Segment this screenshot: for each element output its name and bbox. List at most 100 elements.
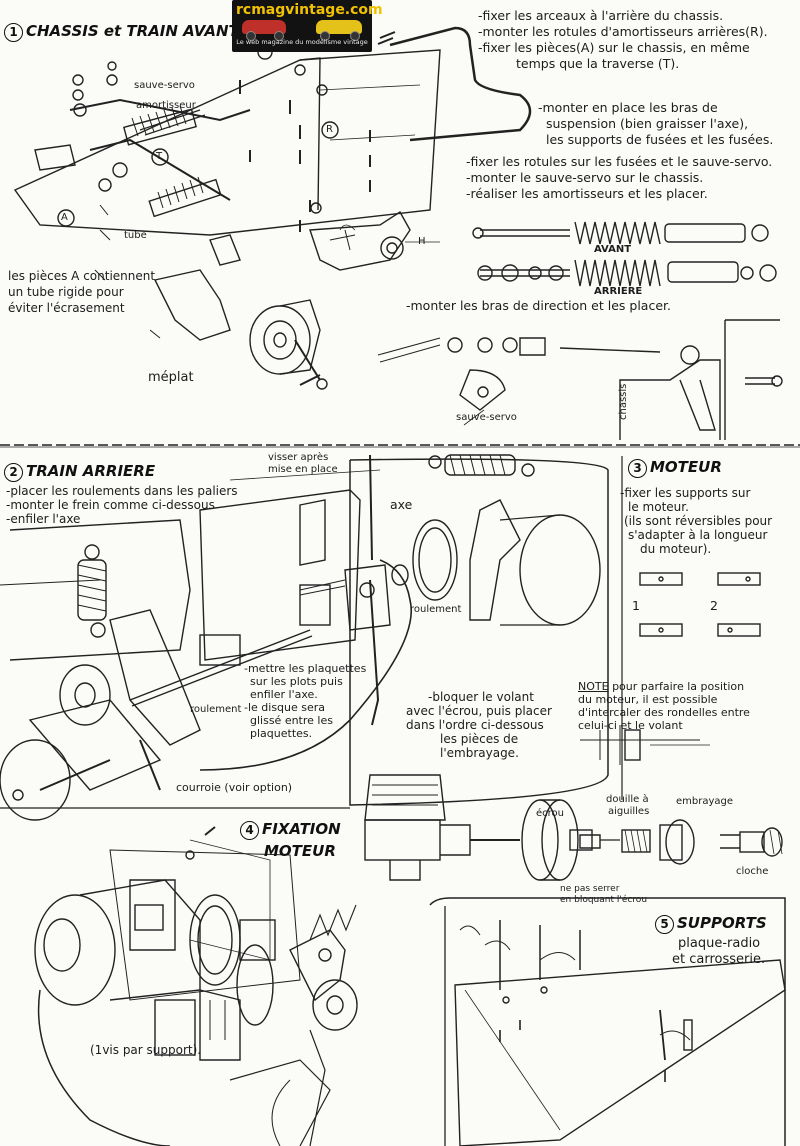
section5-title: SUPPORTS (677, 914, 767, 932)
label-a: A (61, 212, 68, 223)
instruction-line: s'adapter à la longueur (628, 528, 768, 542)
label-line: mise en place (268, 464, 338, 475)
note-line: celui-ci et le volant (578, 719, 683, 732)
section4-title-line2: MOTEUR (264, 842, 336, 860)
section1-instructions-mid: -monter en place les bras de suspension … (538, 100, 773, 148)
section5-plate (454, 959, 786, 1146)
note-position-moteur: NOTE pour parfaire la position du moteur… (578, 680, 750, 732)
label-line: douille à (606, 794, 649, 805)
section1-title: CHASSIS et TRAIN AVANT (26, 22, 239, 40)
note-serrer: ne pas serrer en bloquant l'écrou (560, 884, 647, 906)
section2-frame (349, 458, 609, 806)
section2-title: TRAIN ARRIERE (26, 462, 156, 480)
logo-yellow-car-icon (316, 20, 362, 34)
label-courroie: courroie (voir option) (176, 781, 293, 794)
note-plaquettes: -mettre les plaquettes sur les plots pui… (244, 662, 366, 740)
label-douille: douille à aiguilles (606, 794, 649, 818)
instruction-line: -fixer les pièces(A) sur le chassis, en … (478, 40, 750, 55)
section5-subtitle: plaque-radio et carrosserie. (672, 936, 765, 968)
note-line: sur les plots puis (250, 675, 343, 688)
instruction-line: -monter en place les bras de (538, 100, 718, 115)
label-cloche: cloche (736, 866, 769, 877)
instruction-line: -monter les rotules d'amortisseurs arriè… (478, 24, 768, 39)
note-line: enfiler l'axe. (250, 688, 318, 701)
label-chassis: chassis (618, 383, 629, 420)
label-sauve-servo-bottom: sauve-servo (456, 412, 517, 423)
label-line: aiguilles (608, 806, 650, 817)
section2-number: 2 (4, 463, 23, 482)
note-line: glissé entre les (250, 714, 333, 727)
note-pieces-a: les pièces A contiennent un tube rigide … (8, 268, 155, 316)
note-line: -le disque sera (244, 701, 326, 714)
label-tube: tube (124, 230, 147, 241)
label-roulement-right: roulement (410, 604, 462, 615)
label-meplat: méplat (148, 370, 194, 385)
instruction-line: -monter le frein comme ci-dessous (6, 498, 215, 512)
logo-tagline: Le web magazine du modélisme vintage (236, 38, 368, 46)
label-axe: axe (390, 497, 413, 512)
note-line: du moteur, il est possible (578, 693, 718, 706)
section3-title: MOTEUR (650, 458, 722, 476)
note-line: pour parfaire la position (612, 680, 745, 693)
instruction-line: avec l'écrou, puis placer (406, 704, 552, 718)
section3-instructions: -fixer les supports sur le moteur. (ils … (620, 486, 772, 556)
note-line: les pièces A contiennent (8, 269, 156, 283)
note-line: d'intercaler des rondelles entre (578, 706, 750, 719)
section5-number: 5 (655, 915, 674, 934)
instruction-line: -réaliser les amortisseurs et les placer… (466, 186, 708, 201)
label-visser: visser après mise en place (268, 452, 338, 476)
label-sauve-servo: sauve-servo (134, 80, 195, 91)
instruction-line: temps que la traverse (T). (516, 56, 680, 71)
instruction-line: -bloquer le volant (428, 690, 534, 704)
label-avant: AVANT (594, 244, 632, 255)
section3-number: 3 (628, 459, 647, 478)
section1-instructions-top: -fixer les arceaux à l'arrière du chassi… (478, 8, 768, 72)
subtitle-line: plaque-radio (678, 936, 761, 951)
instruction-line: du moteur). (640, 542, 712, 556)
knuckle (153, 269, 231, 341)
section4-title: FIXATION (262, 820, 341, 838)
note-line: plaquettes. (250, 727, 313, 740)
instruction-line: -monter le sauve-servo sur le chassis. (466, 170, 704, 185)
site-logo[interactable]: rcmagvintage.com Le web magazine du modé… (232, 0, 383, 52)
note-title: NOTE (578, 680, 609, 693)
instruction-line: -fixer les arceaux à l'arrière du chassi… (478, 8, 724, 23)
instruction-line: -enfiler l'axe (6, 512, 81, 526)
label-ecrou: écrou (536, 808, 564, 819)
instruction-line: l'embrayage. (440, 746, 519, 760)
note-line: ne pas serrer (560, 884, 620, 894)
section2-instructions: -placer les roulements dans les paliers … (6, 484, 238, 526)
label-1: 1 (632, 598, 640, 613)
label-2: 2 (710, 598, 718, 613)
instruction-line: le moteur. (628, 500, 689, 514)
instruction-direction: -monter les bras de direction et les pla… (406, 298, 671, 313)
label-vis-support: (1vis par support). (90, 1043, 202, 1057)
embrayage-instructions: -bloquer le volant avec l'écrou, puis pl… (406, 690, 552, 760)
label-t: T (156, 151, 163, 162)
note-line: un tube rigide pour (8, 285, 124, 299)
instruction-line: -fixer les supports sur (620, 486, 751, 500)
instruction-line: (ils sont réversibles pour (624, 514, 773, 528)
label-roulement-left: roulement (190, 704, 242, 715)
instruction-line: -placer les roulements dans les paliers (6, 484, 238, 498)
label-embrayage: embrayage (676, 796, 734, 807)
label-h: H (418, 236, 426, 247)
note-line: -mettre les plaquettes (244, 662, 367, 675)
instruction-line: les supports de fusées et les fusées. (546, 132, 774, 147)
subtitle-line: et carrosserie. (672, 952, 766, 967)
section5-frame (429, 897, 786, 1146)
label-line: visser après (268, 452, 329, 463)
chassis-plate-1 (13, 49, 441, 236)
note-line: en bloquant l'écrou (560, 895, 648, 905)
section1-instructions-low: -fixer les rotules sur les fusées et le … (466, 154, 772, 202)
note-line: éviter l'écrasement (8, 301, 125, 315)
label-arriere: ARRIERE (594, 286, 643, 297)
logo-brand: rcmagvintage.com (236, 2, 383, 18)
instruction-line: dans l'ordre ci-dessous (406, 718, 544, 732)
